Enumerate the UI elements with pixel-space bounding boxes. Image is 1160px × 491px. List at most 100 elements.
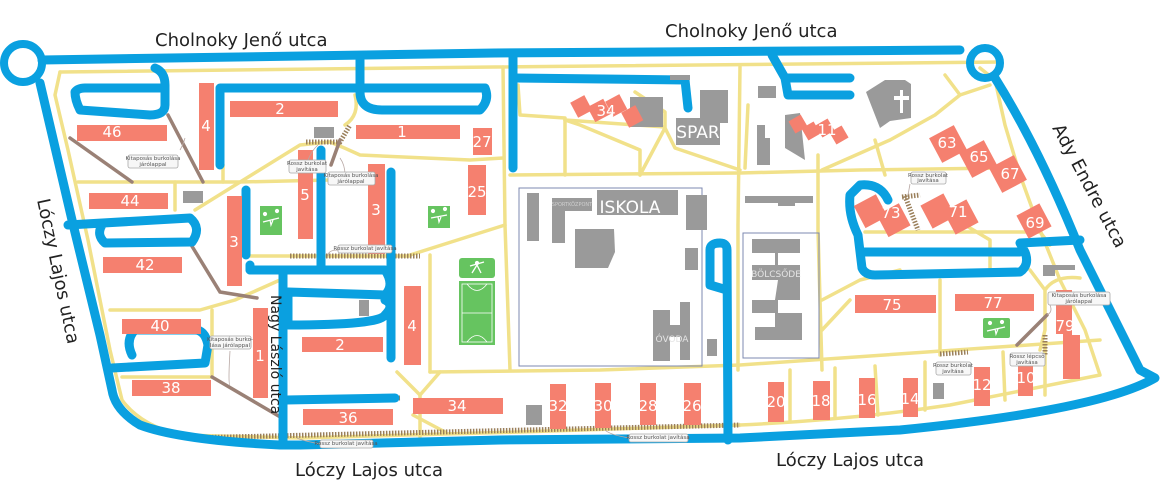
footpath [343, 93, 358, 127]
building-number: 1 [397, 123, 407, 141]
building-number: 25 [467, 183, 486, 201]
school-wing [685, 248, 698, 270]
building-number: 65 [969, 148, 988, 166]
street-label-loczy-south-east: Lóczy Lajos utca [776, 450, 924, 471]
building-number: 63 [937, 134, 956, 152]
building-number: 16 [857, 391, 876, 409]
note-pavement-repair [910, 171, 947, 185]
note-leader [1046, 304, 1052, 316]
roundabout-east [966, 44, 1004, 82]
note-walkway-paving [209, 335, 252, 350]
building-number: 3 [371, 201, 381, 219]
school-building [597, 190, 678, 215]
building-4-south [404, 286, 421, 365]
building-number: 67 [1000, 165, 1019, 183]
green-areas [260, 206, 1010, 345]
building-number: 73 [881, 204, 900, 222]
road-loop [70, 63, 170, 120]
note-text: Rossz lépcső [1010, 353, 1046, 360]
utility-building [758, 86, 776, 98]
public-buildings: SPAR [183, 75, 1075, 425]
road-loop [63, 213, 201, 248]
footpath [428, 338, 1102, 374]
building-number: 26 [682, 397, 701, 415]
note-text: Kitaposás burkolása [125, 155, 180, 162]
building-34-south [413, 398, 503, 414]
building-16 [859, 378, 875, 418]
road-nagy-laszlo [245, 265, 395, 330]
building-number: 75 [882, 296, 901, 314]
church-building [866, 80, 911, 128]
sports-center-label: SPORTKÖZPONT [552, 201, 593, 208]
note-leader [604, 429, 631, 439]
note-pavement-repair [628, 433, 689, 443]
building-20 [768, 382, 784, 422]
footpath [408, 223, 507, 257]
nursery-fence [742, 232, 820, 359]
street-label-nagy-laszlo: Nagy László utca [267, 295, 283, 414]
sports-center-building [552, 198, 592, 243]
building-63-65-67 [929, 125, 1027, 193]
note-text: javítása [1015, 359, 1037, 366]
note-text: járólappal [138, 161, 167, 168]
annotation-notes: Kitaposás burkolása járólappal Rossz bur… [125, 137, 1111, 449]
note-text: javítása [295, 166, 317, 173]
building-number: 18 [811, 392, 830, 410]
walkway [188, 241, 259, 300]
building-number: 10 [1016, 369, 1035, 387]
note-leader [179, 137, 186, 151]
building-number: 4 [201, 117, 211, 135]
street-label-cholnoky-east: Cholnoky Jenő utca [665, 21, 838, 42]
school-wing [527, 193, 539, 241]
seesaw-icon [430, 206, 448, 225]
walkway [329, 138, 342, 167]
utility-building [1043, 265, 1075, 276]
building-36 [303, 409, 393, 425]
playground [983, 318, 1010, 338]
utility-building [359, 300, 369, 316]
utility-building [745, 196, 813, 206]
note-walkway-paving [1047, 291, 1111, 306]
note-pavement-repair [319, 439, 374, 449]
building-25 [468, 165, 486, 215]
building-38 [132, 380, 211, 396]
building-44 [89, 193, 168, 209]
building-34 [570, 94, 644, 128]
building-77 [955, 294, 1034, 311]
note-text: Rossz burkolat [287, 161, 328, 167]
seesaw-icon [986, 319, 1006, 337]
building-number: 5 [300, 186, 310, 204]
nursery-label: BÖLCSŐDE [751, 269, 801, 280]
building-number: 2 [335, 336, 345, 354]
building-12 [974, 367, 990, 406]
note-leader [327, 249, 339, 257]
damaged-path-marker [939, 349, 969, 357]
building-79 [1056, 290, 1080, 379]
building-4 [199, 83, 214, 170]
footpath [820, 73, 992, 172]
footpath [736, 65, 742, 372]
road-loop [355, 83, 492, 115]
building-number: 71 [948, 203, 967, 221]
building-10 [1018, 362, 1033, 396]
seesaw-icon [262, 208, 280, 228]
building-75 [855, 295, 936, 313]
building-number: 38 [161, 379, 180, 397]
walkway [68, 136, 134, 184]
note-text: Kitaposás burko- [207, 336, 253, 343]
footpath [743, 103, 824, 372]
road-ady [35, 73, 1160, 450]
walkway [1015, 313, 1049, 347]
building-18 [813, 381, 830, 420]
road-cholnoky [37, 45, 965, 65]
building-number: 12 [972, 376, 991, 394]
building-number: 14 [900, 390, 919, 408]
building-69 [1016, 203, 1052, 239]
building-71 [920, 193, 979, 235]
utility-building [526, 405, 542, 425]
building-28 [640, 383, 656, 425]
spar-label: SPAR [676, 123, 720, 143]
building-number: 40 [150, 317, 169, 335]
note-text: járólappal [336, 178, 365, 185]
footpath [563, 118, 642, 177]
